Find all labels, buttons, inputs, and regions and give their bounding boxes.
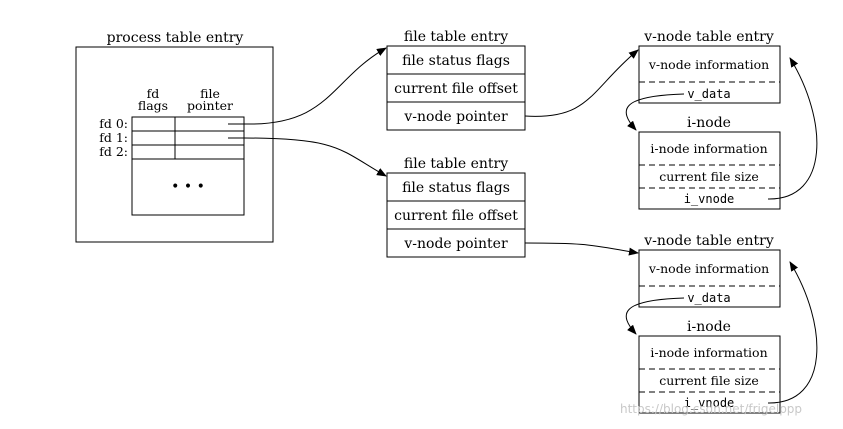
fd-flags-header-line2: flags (138, 98, 168, 113)
vnode-information-field: v-node information (648, 261, 769, 276)
i-vnode-field: i_vnode (684, 192, 735, 206)
fd1-label: fd 1: (99, 130, 128, 145)
fd-flags-header-line1: fd (147, 86, 160, 101)
inode-2-frame (638, 335, 781, 414)
v-data-to-inode-2-arrow (625, 297, 685, 335)
fd0-to-file-table-arrow (243, 47, 387, 125)
i-vnode-to-vnode-1-arrow (767, 57, 818, 200)
inode-information-field: i-node information (650, 141, 767, 156)
inode-2-title: i-node (687, 319, 731, 335)
watermark-text: https://blog.csdn.net/frigelppp (620, 402, 802, 416)
vnode-pointer-field: v-node pointer (403, 109, 508, 125)
pointer-arrows (228, 47, 818, 404)
vnode-pointer-1-arrow (524, 49, 639, 117)
v-data-field: v_data (687, 291, 730, 305)
vnode-pointer-field: v-node pointer (403, 236, 508, 252)
file-pointer-header-line2: pointer (187, 98, 233, 113)
vnode-table-entry-2: v-node table entry v-node information v_… (638, 233, 781, 414)
i-vnode-to-vnode-2-arrow (767, 261, 818, 404)
vnode-table-entry-1: v-node table entry v-node information v_… (638, 29, 781, 210)
vnode-table-1-frame (638, 45, 781, 104)
fd1-to-file-table-arrow (243, 137, 387, 177)
file-table-1-title: file table entry (404, 29, 508, 45)
file-table-1-frame (386, 45, 526, 131)
fd-table (131, 116, 245, 216)
current-file-size-field: current file size (659, 169, 759, 184)
inode-1-title: i-node (687, 115, 731, 131)
vnode-pointer-2-arrow (524, 242, 639, 256)
process-table-title: process table entry (107, 30, 244, 46)
process-table: process table entry fd flags file pointe… (75, 30, 274, 243)
fd2-label: fd 2: (99, 144, 128, 159)
fd-table-ellipsis: • • • (171, 179, 205, 195)
vnode-table-2-title: v-node table entry (643, 233, 774, 249)
vnode-information-field: v-node information (648, 57, 769, 72)
file-table-2-title: file table entry (404, 156, 508, 172)
v-data-field: v_data (687, 87, 730, 101)
file-status-flags-field: file status flags (402, 53, 510, 69)
inode-1-frame (638, 131, 781, 210)
vnode-table-1-title: v-node table entry (643, 29, 774, 45)
file-table-entry-1: file table entry file status flags curre… (386, 29, 526, 131)
i-vnode-field: i_vnode (684, 396, 735, 410)
current-file-size-field: current file size (659, 373, 759, 388)
file-status-flags-field: file status flags (402, 180, 510, 196)
file-table-2-frame (386, 172, 526, 258)
current-file-offset-field: current file offset (394, 208, 518, 224)
vnode-table-2-frame (638, 249, 781, 308)
v-data-to-inode-1-arrow (625, 93, 685, 131)
file-pointer-header-line1: file (200, 86, 220, 101)
current-file-offset-field: current file offset (394, 81, 518, 97)
fd0-label: fd 0: (99, 116, 128, 131)
file-table-entry-2: file table entry file status flags curre… (386, 156, 526, 258)
inode-information-field: i-node information (650, 345, 767, 360)
